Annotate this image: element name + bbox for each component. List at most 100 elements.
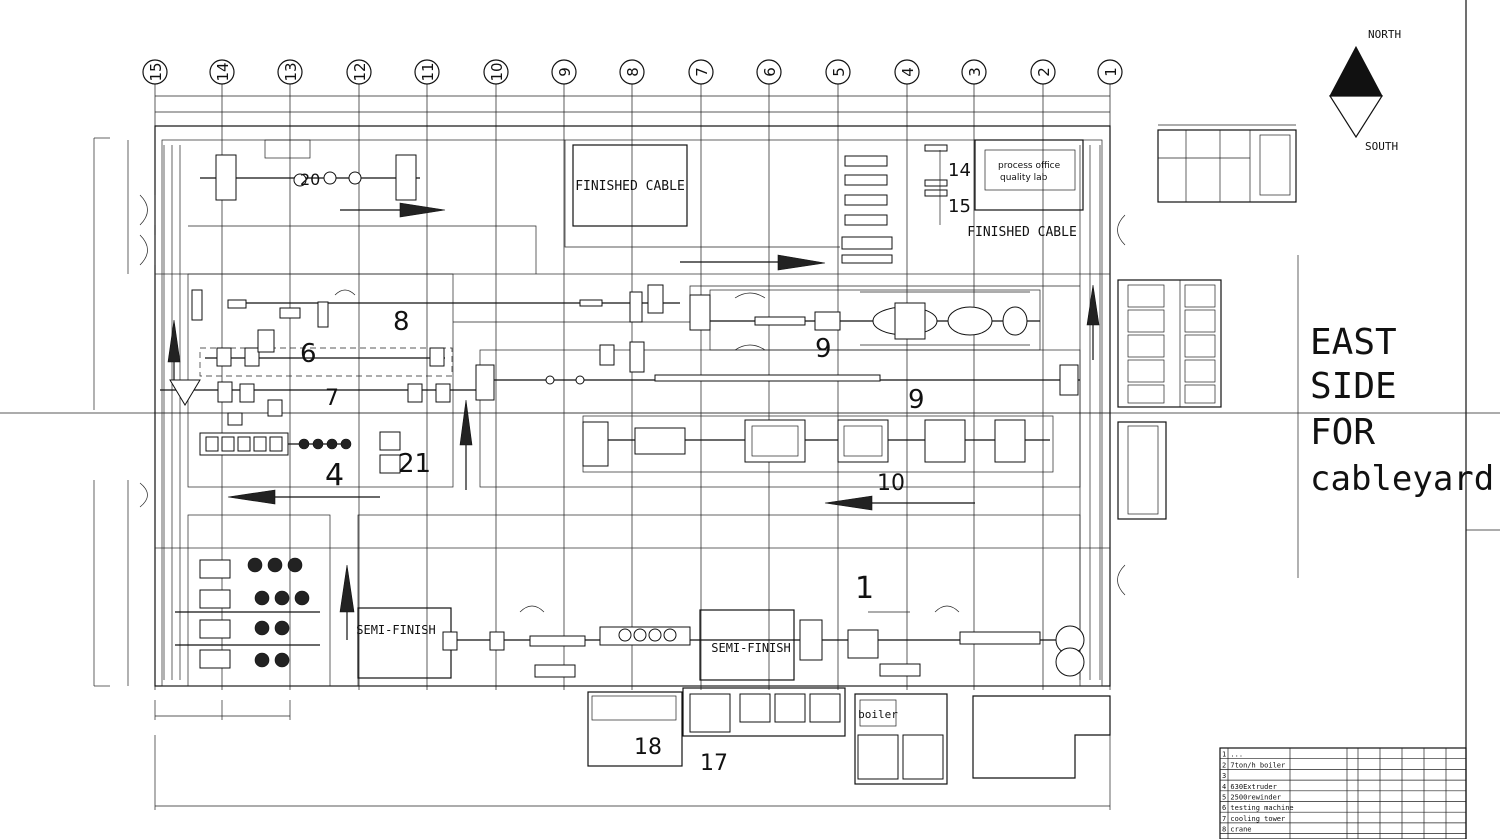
zone-outline-a: [188, 225, 537, 274]
line-9-equipment: [475, 341, 1080, 401]
rack-lower-inner: [1127, 425, 1159, 515]
quality-lab-label: quality lab: [1000, 173, 1048, 183]
cooling-tower-2: [902, 734, 944, 780]
zone-number-18: 18: [634, 735, 662, 760]
column-bubble: [209, 59, 235, 85]
zone-outline-b: [564, 140, 840, 248]
semi-finish-label-2: SEMI-FINISH: [711, 641, 790, 655]
lower-left-machines: [175, 557, 320, 669]
boiler-label: boiler: [858, 708, 898, 721]
zone-number-20: 20: [300, 170, 320, 189]
column-label: 11: [419, 62, 437, 81]
zone-number-6: 6: [300, 339, 317, 369]
column-bubble: [277, 59, 303, 85]
title-row-text: 8 crane: [1222, 826, 1252, 834]
column-label: 5: [830, 67, 848, 77]
zone-box-9-10: [479, 349, 1081, 488]
finished-cable-area-1: [572, 144, 688, 227]
annex-17: [682, 687, 846, 737]
title-block: [1219, 747, 1467, 839]
flow-arrow-up-4: [1086, 284, 1100, 360]
zone-number-21: 21: [398, 449, 431, 479]
line-1-equipment: [442, 605, 1085, 678]
door-left-1: [139, 194, 156, 226]
door-right-1: [1117, 214, 1126, 246]
flow-arrow-top-1: [340, 202, 446, 218]
zone-box-lower: [357, 514, 1081, 687]
compass-north-label: NORTH: [1368, 28, 1401, 41]
zone-number-10: 10: [877, 471, 905, 496]
column-bubble: [961, 59, 987, 85]
line-10-equipment: [582, 415, 1054, 473]
column-label: 9: [556, 67, 574, 77]
east-side-label-line4: cableyard: [1310, 459, 1494, 499]
column-bubble: [825, 59, 851, 85]
zone-number-15: 15: [948, 196, 971, 217]
compass-south-label: SOUTH: [1365, 140, 1398, 153]
semi-finish-area-2: [699, 609, 795, 681]
line-8-equipment: [191, 284, 680, 328]
flow-arrow-up-2: [459, 399, 473, 490]
column-label: 14: [214, 62, 232, 81]
column-bubble: [894, 59, 920, 85]
cableyard-rack-upper: [1117, 279, 1222, 408]
flow-arrow-up-3: [339, 564, 355, 640]
column-label: 4: [899, 67, 917, 77]
zone-number-17: 17: [700, 751, 728, 776]
cooling-tower-1: [857, 734, 899, 780]
boiler-box: [859, 699, 897, 727]
annex-right: [972, 695, 1111, 779]
zone-number-9: 9: [908, 385, 925, 415]
office-plan: [1157, 129, 1297, 203]
title-row-text: 5 2500rewinder: [1222, 794, 1281, 802]
column-label: 6: [761, 67, 779, 77]
cableyard-rack-lower: [1117, 421, 1167, 520]
coiler-group-upper: [841, 155, 893, 264]
process-office-room: [974, 139, 1084, 211]
north-arrow-icon: [1328, 45, 1384, 139]
column-bubble: [346, 59, 372, 85]
flow-arrow-top-2: [680, 254, 826, 271]
column-bubble: [551, 59, 577, 85]
column-label: 15: [147, 62, 165, 81]
column-bubble: [1097, 59, 1123, 85]
door-right-2: [1117, 564, 1126, 596]
column-label: 10: [488, 62, 506, 81]
rack-cells: [1127, 284, 1216, 404]
title-row-text: 2 7ton/h boiler: [1222, 761, 1285, 769]
title-row-text: 3: [1222, 772, 1226, 780]
zone-number-14: 14: [948, 160, 971, 181]
zone-number-4: 4: [325, 458, 344, 493]
column-bubble: [756, 59, 782, 85]
zone-number-7: 7: [325, 386, 339, 411]
column-bubble: [619, 59, 645, 85]
door-left-3: [139, 482, 148, 508]
zone-box-lower-left: [187, 514, 331, 687]
semi-finish-label-1: SEMI-FINISH: [356, 623, 435, 637]
column-bubble: [142, 59, 168, 85]
office-stair: [1259, 134, 1291, 196]
annex-17-equipment: [689, 693, 841, 733]
annex-18-equipment: [591, 695, 677, 721]
zone-number-1: 1: [855, 571, 874, 606]
title-row-text: 6 testing machine: [1222, 804, 1294, 812]
line-4-equipment: [199, 399, 401, 474]
column-label: 1: [1102, 67, 1120, 77]
process-office-inner: [984, 149, 1076, 191]
line-6-7-equipment: [160, 329, 480, 406]
column-label: 12: [351, 62, 369, 81]
door-left-2: [139, 234, 156, 266]
east-side-label-line1: EAST: [1310, 322, 1397, 363]
flow-arrow-left-2: [824, 495, 975, 511]
zone-number-8: 8: [393, 307, 410, 337]
column-bubble: [1030, 59, 1056, 85]
column-bubble: [688, 59, 714, 85]
semi-finish-area-1: [357, 607, 452, 679]
column-label: 7: [693, 67, 711, 77]
column-label: 3: [966, 67, 984, 77]
boiler-room: [854, 693, 948, 785]
zone-number-11: 9: [815, 334, 832, 364]
